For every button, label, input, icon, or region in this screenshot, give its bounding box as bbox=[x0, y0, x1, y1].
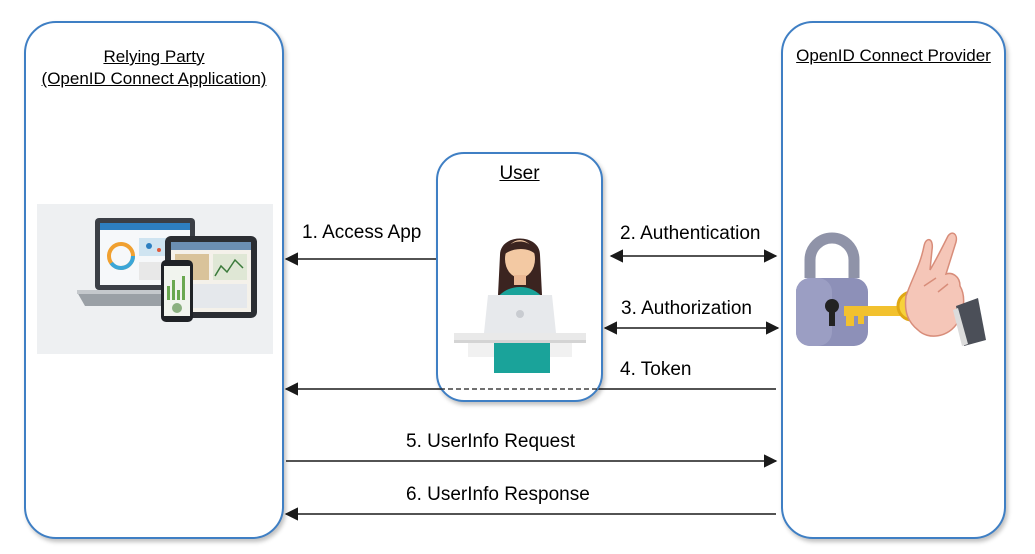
label-userinfo-request: 5. UserInfo Request bbox=[406, 431, 575, 452]
label-authentication: 2. Authentication bbox=[620, 223, 761, 244]
devices-illustration bbox=[37, 204, 273, 354]
label-access-app: 1. Access App bbox=[302, 222, 422, 243]
user-title: User bbox=[499, 163, 540, 184]
relying-party-title-line2: (OpenID Connect Application) bbox=[41, 69, 267, 88]
relying-party-title: Relying Party (OpenID Connect Applicatio… bbox=[24, 46, 284, 90]
provider-title: OpenID Connect Provider bbox=[796, 46, 991, 65]
label-userinfo-response: 6. UserInfo Response bbox=[406, 484, 590, 505]
label-token: 4. Token bbox=[620, 359, 692, 380]
relying-party-title-line1: Relying Party bbox=[103, 47, 205, 66]
label-authorization: 3. Authorization bbox=[621, 298, 752, 319]
lock-and-key-illustration bbox=[796, 232, 986, 346]
user-avatar-icon bbox=[454, 238, 586, 373]
